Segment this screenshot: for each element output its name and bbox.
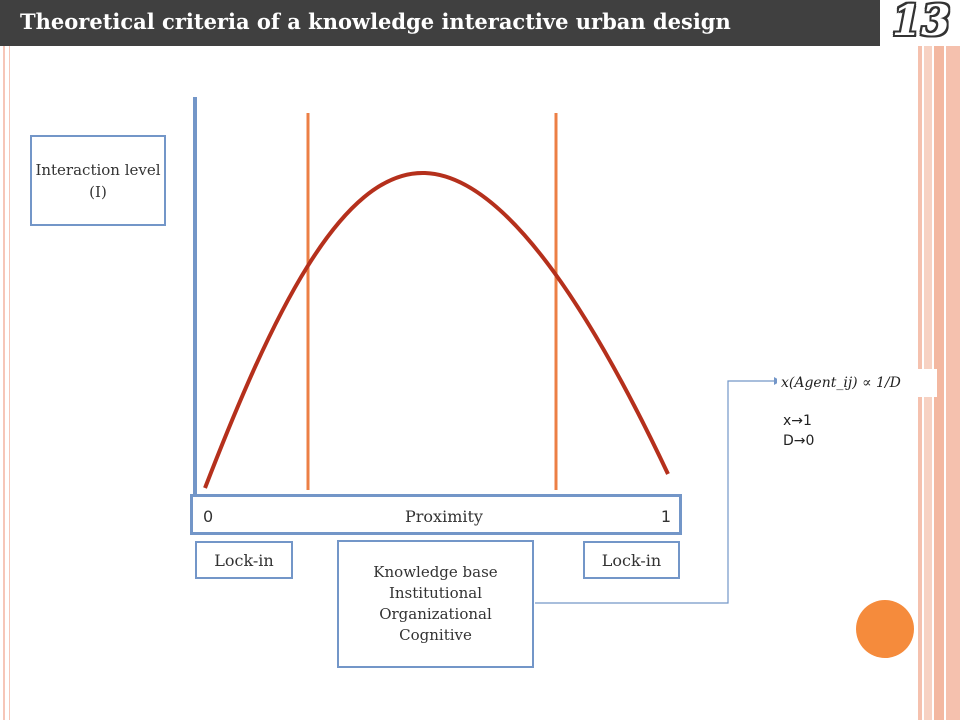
axis-label: Proximity [405, 507, 483, 526]
page-title: Theoretical criteria of a knowledge inte… [20, 9, 731, 34]
formula-limits: x→1 D→0 [783, 411, 814, 451]
right-stripe [946, 46, 960, 720]
decorative-orange-circle [856, 600, 914, 658]
knowledge-line: Cognitive [399, 626, 472, 644]
knowledge-base-box: Knowledge base Institutional Organizatio… [337, 540, 534, 668]
right-stripe [934, 46, 944, 720]
slide-number: 13 [892, 0, 951, 45]
formula-limit-d: D→0 [783, 433, 815, 449]
header-bar: Theoretical criteria of a knowledge inte… [0, 0, 880, 46]
knowledge-line: Organizational [379, 605, 492, 623]
interaction-curve [203, 170, 670, 489]
lock-in-right-box: Lock-in [583, 541, 680, 579]
left-border-inner [9, 46, 10, 720]
formula-limit-x: x→1 [783, 413, 812, 429]
lock-in-right-label: Lock-in [601, 550, 662, 570]
axis-start-label: 0 [203, 507, 214, 526]
interaction-level-label: Interaction level (I) [35, 160, 161, 201]
knowledge-line: Knowledge base [373, 563, 498, 581]
axis-end-label: 1 [660, 507, 671, 526]
lock-in-left-label: Lock-in [214, 550, 274, 570]
interaction-level-box: Interaction level (I) [30, 135, 166, 226]
connector-line [535, 380, 774, 604]
left-border [3, 46, 5, 720]
proportionality-formula: x(Agent_ij) ∝ 1/D [777, 369, 937, 397]
knowledge-line: Institutional [388, 584, 483, 602]
lock-in-left-box: Lock-in [195, 541, 293, 579]
proximity-axis-box: 0 Proximity 1 [190, 494, 682, 535]
